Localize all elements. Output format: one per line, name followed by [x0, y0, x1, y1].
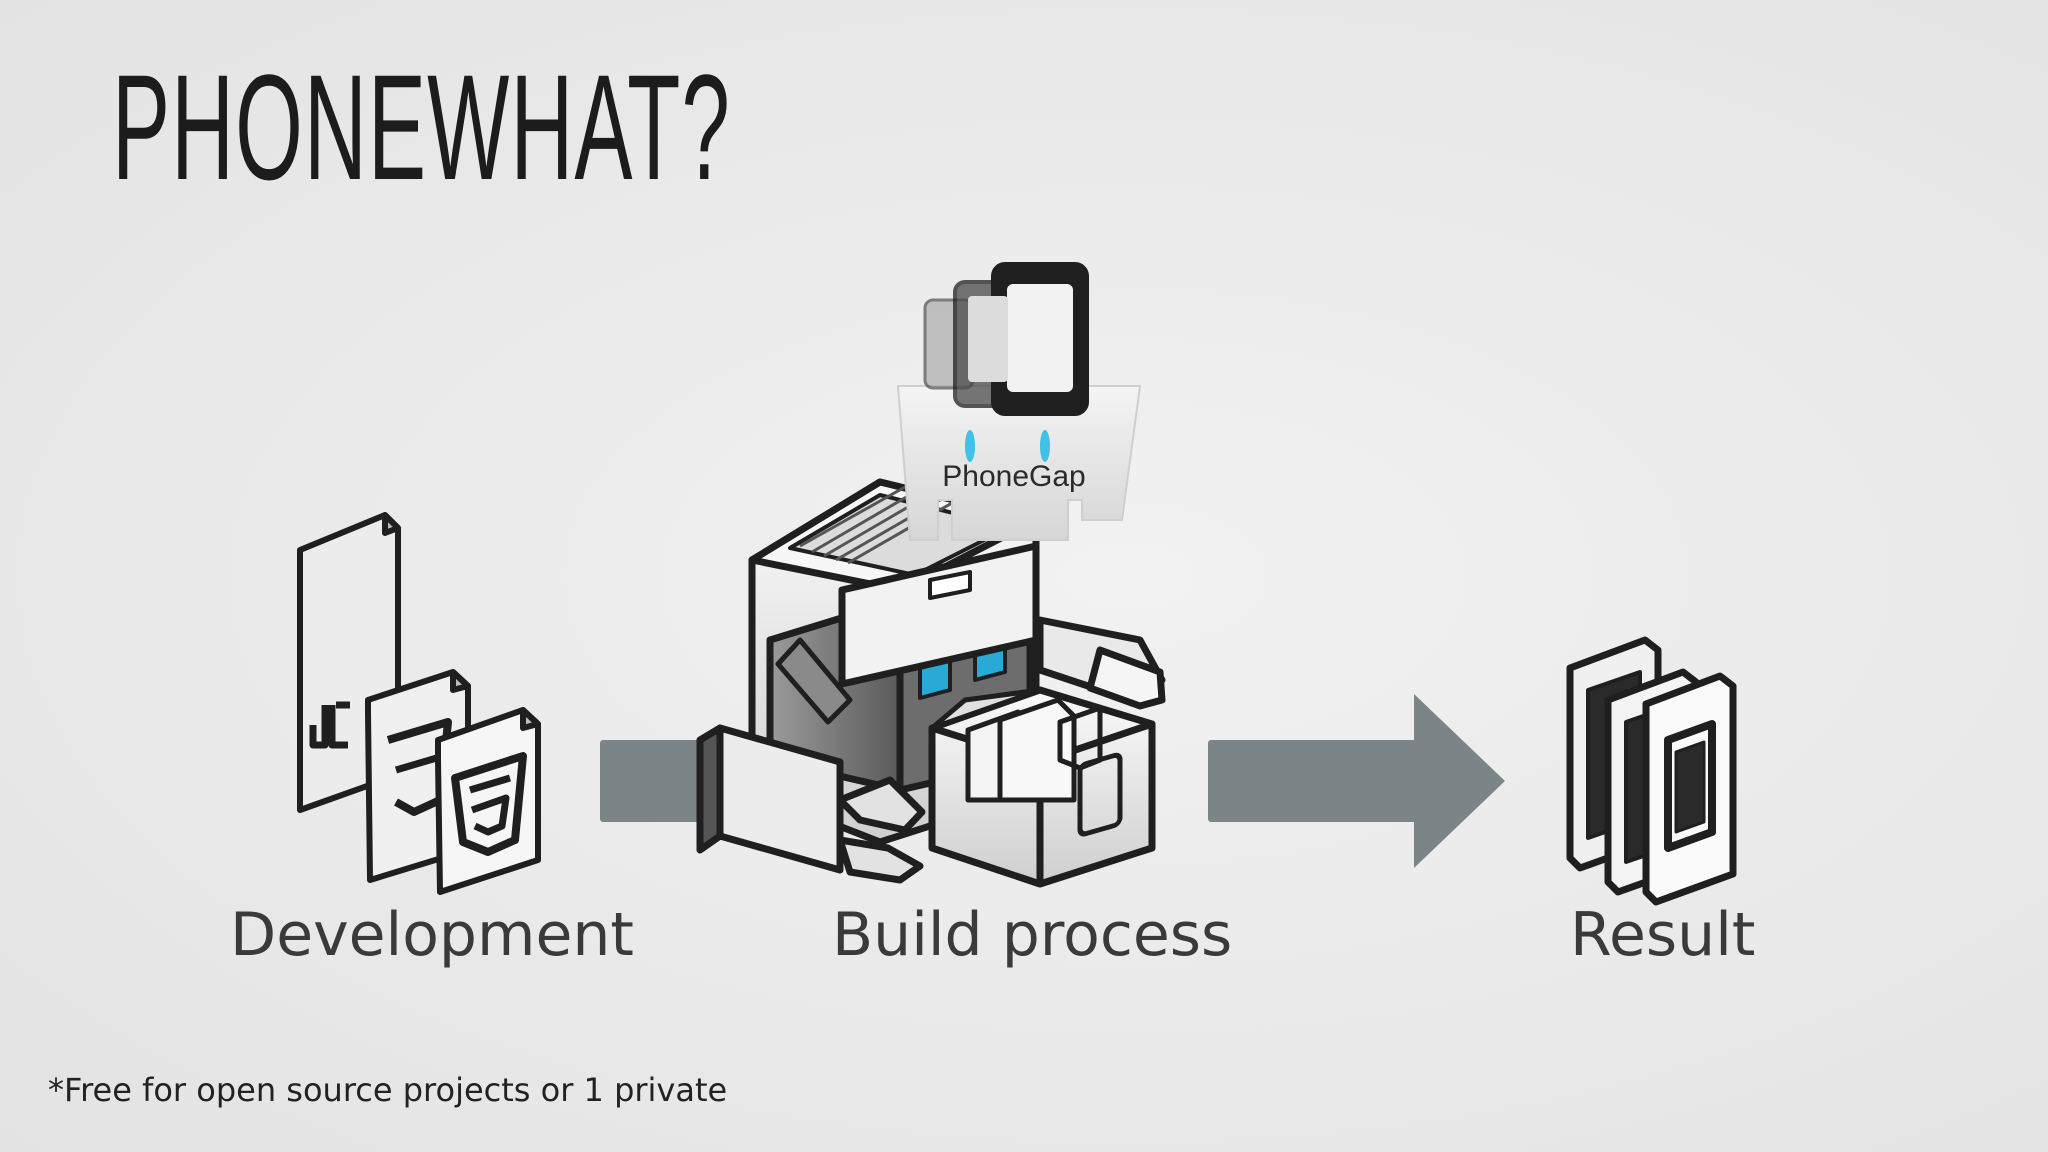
build-machine-icon: [696, 478, 1166, 888]
stage-label-build: Build process: [832, 900, 1233, 970]
footnote: *Free for open source projects or 1 priv…: [48, 1071, 728, 1109]
result-phones-icon: [1566, 636, 1737, 906]
flow-arrow-right: [1208, 694, 1505, 868]
phonegap-logo-text: PhoneGap: [942, 460, 1085, 493]
logo-glow-left: [965, 430, 975, 462]
slide-title: PHONEWHAT?: [112, 43, 732, 211]
phone-stack-icon: [923, 262, 1089, 416]
source-files-icon: [297, 512, 541, 895]
stage-label-development: Development: [230, 900, 634, 970]
phonegap-logo: PhoneGap: [896, 262, 1142, 541]
logo-glow-right: [1040, 430, 1050, 462]
stage-label-result: Result: [1570, 900, 1756, 970]
html5-file-icon: [435, 707, 541, 895]
